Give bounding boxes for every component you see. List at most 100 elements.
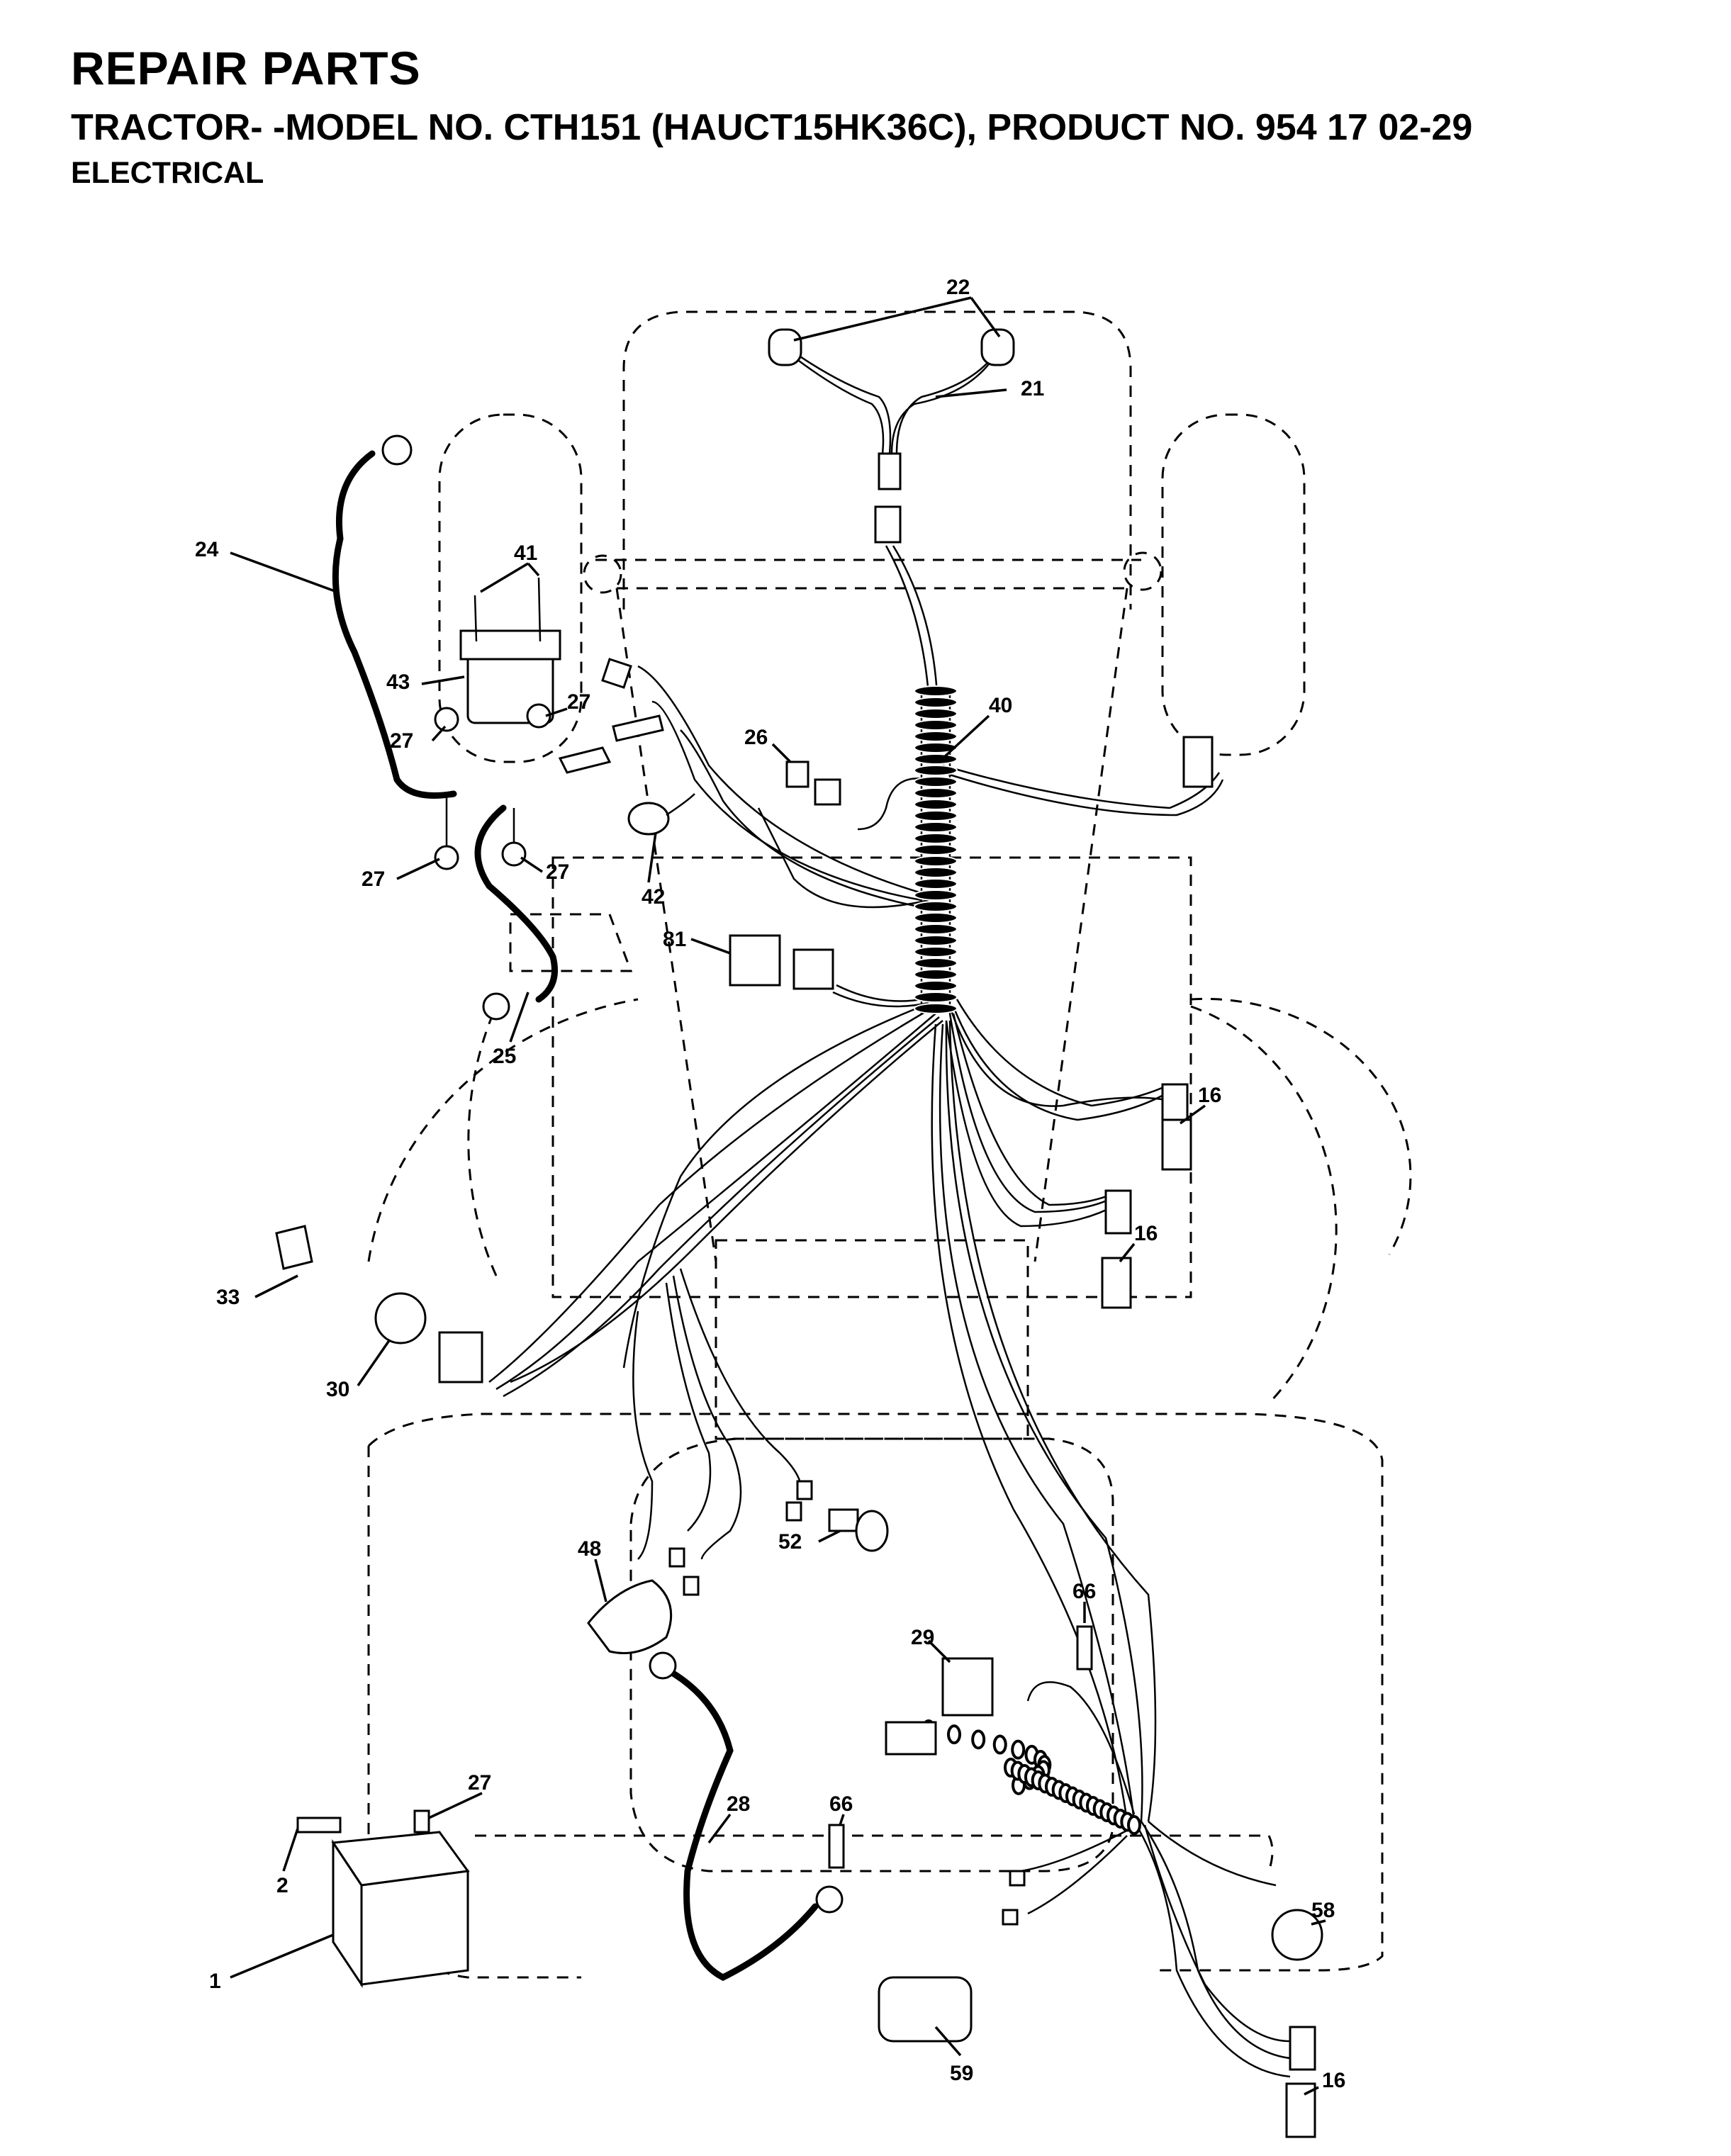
coil-loop	[914, 719, 958, 731]
coil-loop	[914, 753, 958, 765]
left-rear-fender	[467, 1006, 498, 1276]
rear-coil	[921, 1719, 1141, 1835]
fuse-holder	[627, 802, 670, 836]
battery	[332, 1839, 469, 1988]
coil-loop	[914, 765, 958, 776]
coil-loop	[914, 867, 958, 878]
right-front-wheel	[1161, 413, 1306, 756]
callout-27-b: 27	[390, 729, 413, 753]
section-title: ELECTRICAL	[71, 156, 264, 190]
callout-48: 48	[578, 1537, 601, 1561]
callout-33: 33	[216, 1286, 240, 1309]
terminal-59a	[1009, 1870, 1026, 1887]
callout-22: 22	[946, 276, 970, 299]
coil-loop	[914, 935, 958, 946]
seat-rear	[475, 1834, 1274, 1872]
callout-52: 52	[778, 1530, 802, 1554]
nut-27-left	[434, 707, 459, 732]
callout-labels: 22 21 24 41 43 27 27 27 27 25 26 40 42 8…	[195, 276, 1345, 2092]
left-headlight	[768, 328, 802, 366]
positive-terminal-a	[649, 1651, 677, 1680]
coil-loop	[914, 776, 958, 787]
rear-components	[587, 1480, 1323, 2043]
axle-pivot-right	[1123, 551, 1163, 591]
coil-loop	[914, 855, 958, 867]
battery-nut	[413, 1809, 430, 1834]
coil-loop	[914, 992, 958, 1003]
harness-terminal-a	[612, 714, 664, 742]
deck-outline	[367, 1413, 1384, 1972]
fender-arc-right	[1190, 997, 1412, 1255]
coil-loop	[1127, 1815, 1141, 1835]
headlight-connector-bottom	[874, 505, 902, 544]
coil-loop	[914, 878, 958, 889]
callout-16-a: 16	[1198, 1084, 1221, 1107]
ignition-connector	[438, 1331, 483, 1383]
callout-1: 1	[209, 1970, 221, 1993]
terminal-boot	[558, 746, 612, 774]
coil-loop	[947, 1724, 962, 1745]
ground-wire-48	[587, 1579, 673, 1654]
callout-29: 29	[911, 1626, 934, 1649]
interlock-switch-middle	[1101, 1257, 1132, 1309]
front-axle	[595, 558, 1141, 590]
callout-27-e: 27	[468, 1771, 491, 1795]
positive-cable-28	[656, 1662, 819, 1982]
coil-loop	[914, 889, 958, 901]
coil-loop	[914, 901, 958, 912]
ignition-switch	[374, 1292, 427, 1344]
callout-59: 59	[950, 2062, 973, 2085]
coil-loop	[914, 980, 958, 992]
harness-coil	[914, 685, 958, 1014]
callout-66-b: 66	[829, 1792, 853, 1816]
callout-16-c: 16	[1322, 2069, 1345, 2092]
center-console	[715, 1239, 1029, 1440]
coil-loop	[914, 912, 958, 923]
headlight-assembly	[768, 328, 1015, 544]
callout-41: 41	[514, 541, 537, 565]
callout-26: 26	[744, 726, 768, 749]
battery-bolt	[296, 1817, 342, 1834]
terminal-52a	[796, 1480, 813, 1500]
coil-loop	[914, 810, 958, 821]
coil-loop	[914, 708, 958, 719]
harness-plug-middle	[1104, 1189, 1132, 1235]
coil-loop	[914, 833, 958, 844]
relay	[729, 934, 781, 987]
positive-terminal-b	[815, 1885, 844, 1914]
callout-27-c: 27	[362, 868, 385, 891]
callout-27-a: 27	[567, 690, 590, 714]
callout-81: 81	[663, 928, 686, 951]
right-headlight	[980, 328, 1015, 366]
clutch-58	[1271, 1909, 1323, 1961]
terminal-59b	[1002, 1909, 1019, 1926]
coil-loop	[914, 742, 958, 753]
callout-28: 28	[727, 1792, 750, 1816]
battery-area	[296, 1809, 470, 1988]
ignition-area	[275, 1225, 483, 1383]
interlock-switch-upper	[1161, 1118, 1192, 1171]
pto-switch-29	[941, 1657, 994, 1717]
coil-loop	[914, 697, 958, 708]
seat-switch-plug	[1182, 736, 1214, 788]
coil-loop	[992, 1734, 1007, 1755]
light-52	[828, 1508, 859, 1532]
model-subtitle: TRACTOR- -MODEL NO. CTH151 (HAUCT15HK36C…	[71, 107, 1473, 148]
coil-loop	[914, 731, 958, 742]
coil-loop	[914, 946, 958, 958]
callout-27-d: 27	[546, 860, 569, 884]
callout-42: 42	[642, 885, 665, 909]
coil-loop	[914, 844, 958, 855]
callout-25: 25	[493, 1045, 516, 1068]
harness-plug-lower	[1289, 2026, 1316, 2071]
right-rear-fender	[1190, 1005, 1338, 1405]
fuse-relay-area	[627, 760, 841, 990]
dash-panel	[551, 856, 1192, 1298]
page-title: REPAIR PARTS	[71, 42, 421, 94]
callout-30: 30	[326, 1378, 349, 1401]
fuse	[785, 760, 810, 788]
frame-right	[1033, 588, 1128, 1262]
coil-loop	[914, 799, 958, 810]
coil-loop	[914, 1003, 958, 1014]
coil-loop	[914, 821, 958, 833]
